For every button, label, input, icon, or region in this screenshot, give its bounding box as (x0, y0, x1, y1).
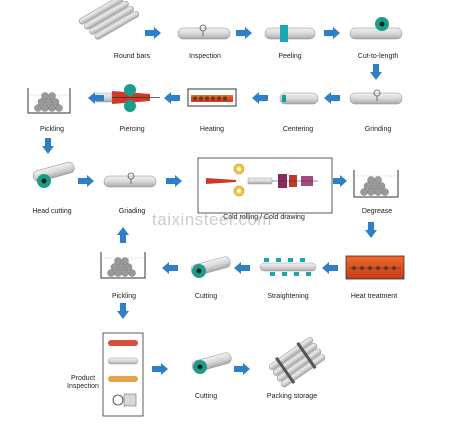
step-label-cold-rolling: Cold rolling / Cold drawing (223, 214, 305, 221)
packing-storage-icon (268, 337, 326, 388)
blue-arrow-icon (117, 227, 129, 243)
step-label-peeling: Peeling (278, 53, 302, 60)
cold-rolling-box (197, 157, 333, 214)
blue-arrow-icon (236, 27, 252, 39)
product-inspection-box (102, 332, 144, 417)
step-label-cutting-bottom: Cutting (194, 393, 218, 400)
blue-arrow-icon (324, 27, 340, 39)
step-label-round-bars: Round bars (113, 53, 151, 60)
step-label-pickling-top: Pickling (39, 126, 65, 133)
step-label-grinding: Grinding (364, 126, 392, 133)
blue-arrow-icon (234, 363, 250, 375)
watermark-text: taixinsteel.com (152, 210, 272, 229)
step-label-heating: Heating (199, 126, 225, 133)
round-bars-icon (78, 0, 140, 40)
peeling-icon (264, 25, 316, 42)
step-label-pickling-mid: Pickling (111, 293, 137, 300)
blue-arrow-icon (333, 175, 347, 187)
blue-arrow-icon (145, 27, 161, 39)
blue-arrow-icon (166, 175, 182, 187)
blue-arrow-icon (42, 138, 54, 154)
heating-furnace-icon (187, 88, 237, 107)
degrease-tank-icon (353, 170, 399, 198)
pickling-tank-icon (27, 88, 71, 114)
blue-arrow-icon (78, 175, 94, 187)
blue-arrow-icon (162, 262, 178, 274)
pickling-tank-icon-2 (100, 252, 146, 279)
step-label-inspection: Inspection (189, 53, 221, 60)
griading-icon (103, 172, 157, 188)
blue-arrow-icon (252, 92, 268, 104)
blue-arrow-icon (88, 92, 104, 104)
blue-arrow-icon (234, 262, 250, 274)
step-label-product-inspection: Product Inspection (67, 375, 99, 390)
centering-icon (279, 92, 319, 105)
blue-arrow-icon (117, 303, 129, 319)
cutting-icon (190, 256, 231, 278)
step-label-straightening: Straightening (267, 293, 309, 300)
step-label-packing-storage: Packing storage (266, 393, 318, 400)
cutting-icon-2 (191, 352, 232, 374)
straightening-icon (259, 258, 317, 276)
step-label-centering: Centering (282, 126, 314, 133)
step-label-heat-treatment: Heat treatment (350, 293, 398, 300)
blue-arrow-icon (164, 92, 180, 104)
heat-treatment-furnace-icon (345, 255, 405, 280)
step-label-head-cutting: Head cutting (32, 208, 72, 215)
step-label-piercing: Piercing (119, 126, 145, 133)
cut-to-length-icon (349, 17, 403, 40)
blue-arrow-icon (370, 64, 382, 80)
blue-arrow-icon (324, 92, 340, 104)
step-label-cutting-mid: Cutting (194, 293, 218, 300)
step-label-degrease: Degrease (361, 208, 393, 215)
step-label-griading: Griading (118, 208, 146, 215)
step-label-cut-to-length: Cut-to-length (357, 53, 399, 60)
head-cutting-icon (32, 162, 75, 188)
piercing-icon (95, 84, 160, 112)
blue-arrow-icon (152, 363, 168, 375)
blue-arrow-icon (365, 222, 377, 238)
blue-arrow-icon (322, 262, 338, 274)
grinding-icon (349, 89, 403, 105)
inspection-icon (177, 24, 231, 40)
